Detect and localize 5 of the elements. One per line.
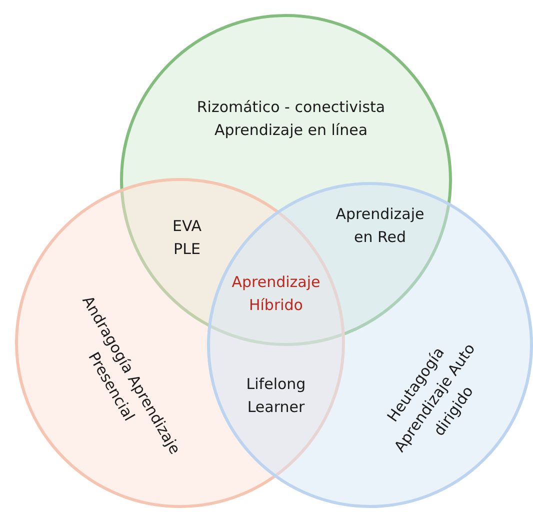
region-title: Rizomático - conectivista Aprendizaje en línea bbox=[196, 97, 386, 141]
overlap-label: Aprendizaje en Red bbox=[334, 204, 426, 248]
overlap-label: Aprendizaje Híbrido bbox=[230, 272, 322, 316]
overlap-label: EVA PLE bbox=[171, 216, 203, 260]
overlap-label: Lifelong Learner bbox=[245, 374, 307, 418]
